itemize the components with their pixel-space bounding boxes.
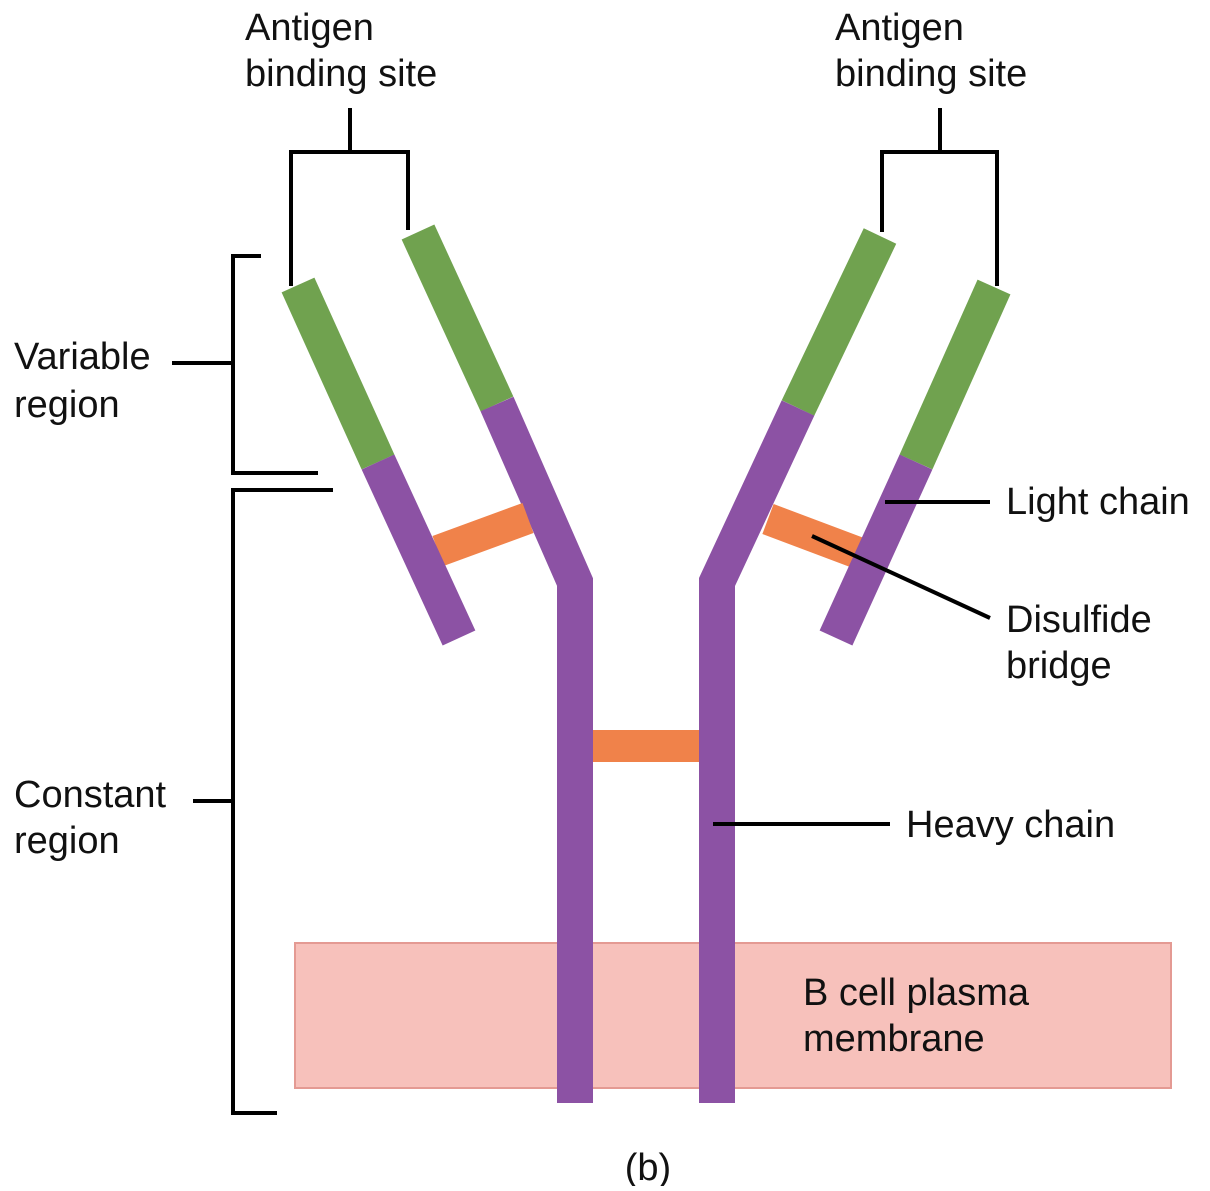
disulfide-bridge-label: Disulfide bridge — [1006, 599, 1162, 687]
antigen-site-bracket-left — [291, 152, 408, 286]
light-chain-right-variable — [916, 287, 994, 462]
disulfide-bridge-left — [438, 518, 528, 551]
antigen-site-label-right: Antigen binding site — [835, 7, 1027, 95]
panel-label: (b) — [625, 1147, 671, 1186]
antigen-site-label-left: Antigen binding site — [245, 7, 437, 95]
variable-region-label: Variable region — [14, 336, 161, 426]
heavy-chain-right-variable — [798, 236, 880, 408]
heavy-chain-left-variable — [418, 232, 497, 404]
heavy-chain-label: Heavy chain — [906, 804, 1115, 846]
light-chain-left-variable — [298, 285, 378, 462]
constant-region-label: Constant region — [14, 774, 177, 862]
light-chain-label: Light chain — [1006, 481, 1190, 523]
antigen-site-bracket-right — [882, 152, 997, 286]
